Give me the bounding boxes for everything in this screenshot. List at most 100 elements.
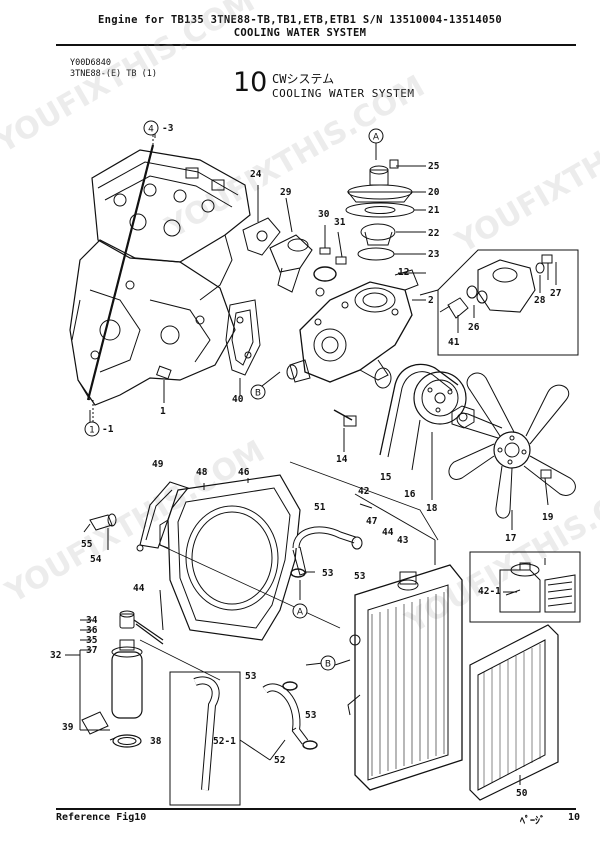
footer-rule	[56, 808, 576, 810]
part-label: 55	[81, 539, 93, 550]
svg-text:4: 4	[148, 125, 154, 135]
part-label: 28	[534, 295, 546, 306]
part-label: 38	[150, 736, 162, 747]
header-title: Engine for TB135 3TNE88-TB,TB1,ETB,ETB1 …	[98, 14, 502, 26]
dipstick-guide	[86, 144, 155, 401]
part-label: 18	[426, 503, 438, 514]
part-label: 12	[398, 267, 409, 278]
fan-shroud-illustration	[159, 474, 301, 641]
radiator-illustration	[347, 564, 463, 791]
part-label: 44	[382, 527, 394, 538]
part-label: 24	[250, 169, 262, 180]
cooling-fan-illustration	[448, 372, 576, 530]
sensor-inset-box	[419, 249, 579, 356]
upper-hose-illustration	[290, 526, 363, 600]
bolt-14-illustration	[333, 409, 357, 452]
callout-4-3: 4 -3	[143, 120, 174, 136]
part-label: 29	[280, 187, 292, 198]
figure-code-block: Y00D6840 3TNE88-(E) TB (1)	[70, 58, 157, 80]
reserve-tank-illustration	[65, 610, 164, 731]
figure-model: 3TNE88-(E) TB (1)	[70, 69, 157, 79]
part-label: 42	[358, 486, 369, 497]
part-labels: 1 2 12 14 15 16 17 18 19 20 21 22 23 24 …	[50, 161, 561, 799]
part-label: 47	[366, 516, 377, 527]
part-label: 48	[196, 467, 208, 478]
cylinder-head-illustration	[91, 149, 251, 301]
part-label: 26	[468, 322, 480, 333]
svg-text:B: B	[255, 389, 261, 399]
radiator-cap-inset	[469, 551, 581, 623]
callout-a-bot: A	[292, 603, 308, 619]
svg-text:A: A	[297, 608, 304, 618]
part-label: 44	[133, 583, 145, 594]
footer-reference: Reference Fig10	[56, 812, 147, 823]
part-label: 20	[428, 187, 440, 198]
part-label: 46	[238, 467, 250, 478]
thermostat-housing-illustration	[269, 197, 313, 293]
part-label: 35	[86, 635, 98, 646]
section-number: 10	[233, 67, 268, 98]
part-label: 53	[354, 571, 366, 582]
part-label: 53	[305, 710, 317, 721]
lower-hose-box	[169, 662, 324, 806]
cylinder-block-illustration	[69, 239, 236, 406]
bracket-illustration	[81, 711, 142, 748]
water-pump-illustration	[286, 269, 426, 389]
callout-a-top: A	[368, 128, 384, 144]
callout-b-bot: B	[320, 655, 336, 671]
header-rule	[56, 44, 576, 46]
svg-text:-1: -1	[102, 424, 114, 435]
bolt-55-illustration	[83, 513, 117, 550]
part-label: 39	[62, 722, 74, 733]
part-label: 34	[86, 615, 98, 626]
part-label: 21	[428, 205, 440, 216]
pulley-illustration	[411, 371, 467, 471]
figure-code: Y00D6840	[70, 58, 111, 68]
drain-cock-illustration	[156, 365, 172, 403]
hose-guard-illustration	[136, 481, 189, 552]
svg-text:B: B	[325, 660, 331, 670]
gasket-illustration	[225, 299, 261, 395]
part-label: 53	[322, 568, 334, 579]
part-label: 2	[428, 295, 434, 306]
part-label: 41	[448, 337, 460, 348]
part-label: 30	[318, 209, 330, 220]
part-label: 1	[160, 406, 166, 417]
part-label: 49	[152, 459, 164, 470]
bolt-19-illustration	[540, 469, 552, 506]
part-label: 51	[314, 502, 326, 513]
thermostat-gasket-illustration	[242, 185, 281, 256]
callout-b-mid: B	[250, 384, 266, 400]
part-label: 31	[334, 217, 346, 228]
header-subtitle: COOLING WATER SYSTEM	[233, 27, 367, 39]
part-label: 16	[404, 489, 416, 500]
part-label: 32	[50, 650, 61, 661]
part-label: 17	[505, 533, 516, 544]
part-label: 37	[86, 645, 97, 656]
part-label: 54	[90, 554, 102, 565]
part-label: 25	[428, 161, 440, 172]
part-label: 53	[245, 671, 257, 682]
svg-text:-3: -3	[162, 123, 174, 134]
part-label: 22	[428, 228, 439, 239]
part-label: 50	[516, 788, 528, 799]
part-label: 14	[336, 454, 348, 465]
footer-page-number: 10	[568, 812, 581, 823]
radiator-core-illustration	[469, 624, 559, 801]
part-label: 52	[274, 755, 285, 766]
part-label: 43	[397, 535, 409, 546]
part-label: 23	[428, 249, 440, 260]
section-title-en: COOLING WATER SYSTEM	[272, 87, 415, 100]
bolt-30-illustration	[313, 225, 347, 297]
callout-1-1: 1 -1	[84, 421, 114, 437]
part-label: 15	[380, 472, 392, 483]
footer-page-label: ﾍﾟｰｼﾞ	[520, 816, 545, 827]
water-flange-stack-illustration	[345, 146, 426, 261]
svg-text:A: A	[373, 133, 380, 143]
svg-text:1: 1	[89, 426, 95, 436]
part-label: 42-1	[478, 586, 501, 597]
part-label: 19	[542, 512, 554, 523]
v-belt-illustration	[379, 363, 459, 458]
part-label: 40	[232, 394, 244, 405]
